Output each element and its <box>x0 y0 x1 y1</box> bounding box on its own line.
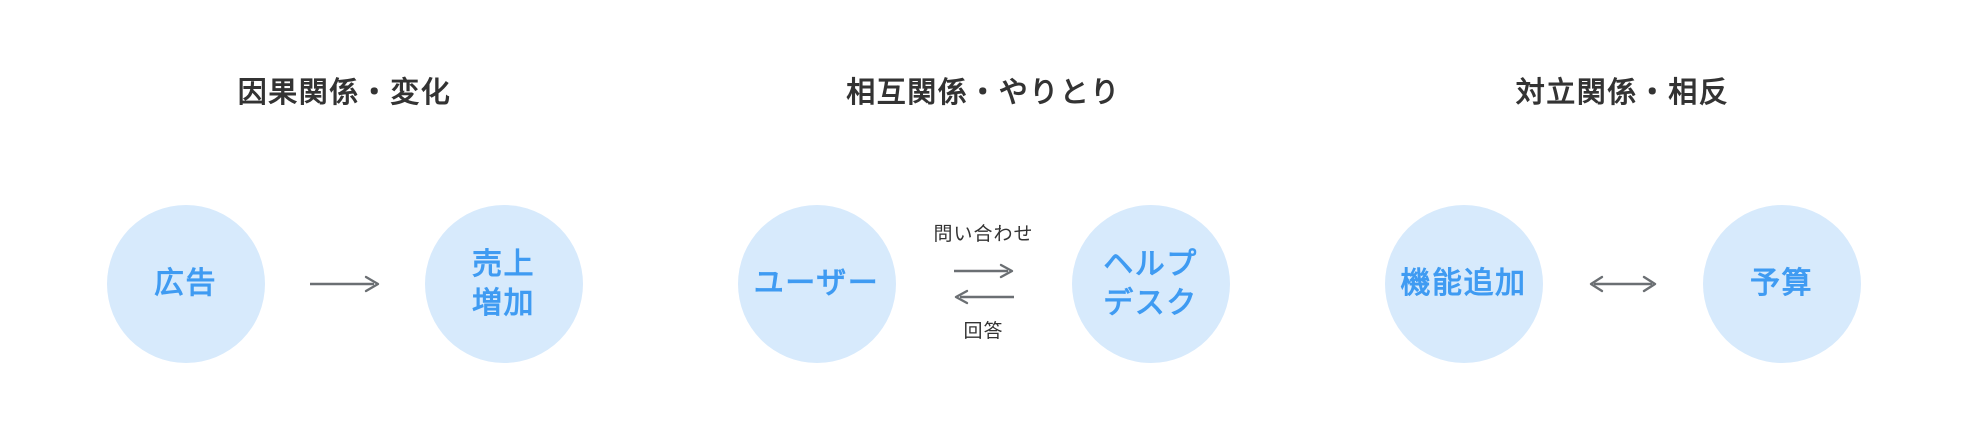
node-helpdesk: ヘルプ デスク <box>1071 204 1230 363</box>
causal-arrow-right-icon <box>265 273 425 295</box>
opposing-title: 対立関係・相反 <box>1515 77 1730 109</box>
section-causal: 因果関係・変化 広告 売上 増加 <box>106 0 583 447</box>
node-user: ユーザー <box>737 204 896 363</box>
causal-title: 因果関係・変化 <box>237 77 452 109</box>
opposing-bidirectional-arrow-icon <box>1543 273 1703 295</box>
mutual-title: 相互関係・やりとり <box>846 77 1121 109</box>
section-mutual: 相互関係・やりとり ユーザー 問い合わせ 回答 ヘルプ デスク <box>737 0 1230 447</box>
node-budget: 予算 <box>1702 204 1861 363</box>
section-opposing: 対立関係・相反 機能追加 予算 <box>1384 0 1861 447</box>
node-ad: 広告 <box>106 204 265 363</box>
mutual-pair-row: ユーザー 問い合わせ 回答 ヘルプ デスク <box>737 204 1230 363</box>
answer-label: 回答 <box>963 321 1004 343</box>
node-sales-increase: 売上 増加 <box>424 204 583 363</box>
inquiry-arrow-right-icon <box>953 264 1013 279</box>
mutual-arrow-stack: 問い合わせ 回答 <box>896 224 1072 345</box>
node-feature-addition: 機能追加 <box>1384 204 1543 363</box>
opposing-pair-row: 機能追加 予算 <box>1384 204 1861 363</box>
answer-arrow-left-icon <box>954 290 1014 305</box>
inquiry-label: 問い合わせ <box>933 223 1034 245</box>
causal-pair-row: 広告 売上 増加 <box>106 204 583 363</box>
